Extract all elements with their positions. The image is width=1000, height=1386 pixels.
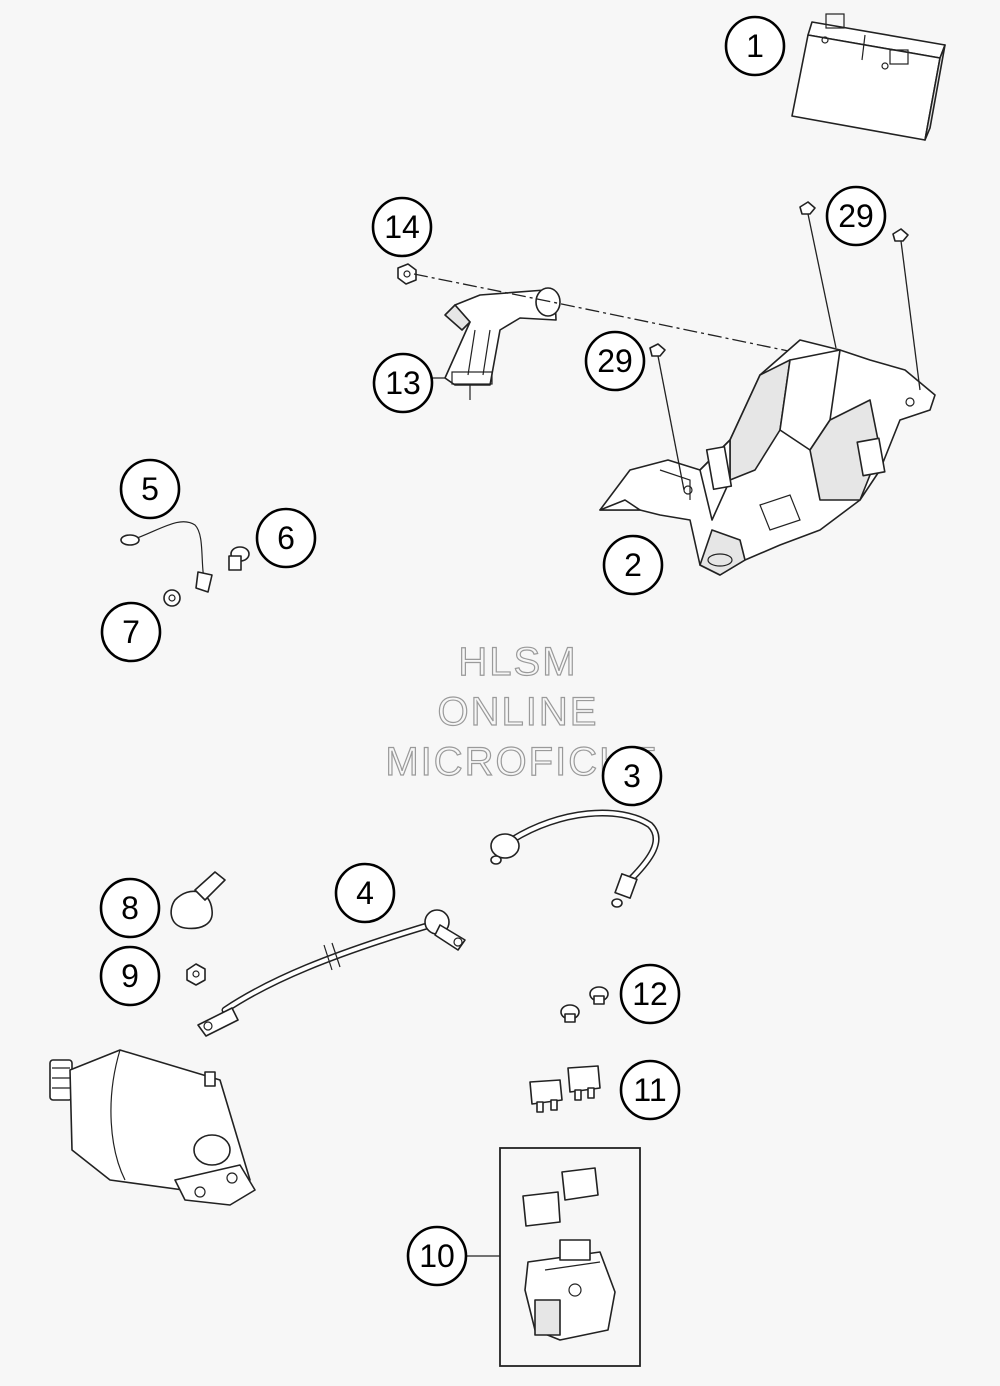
screws-part-12 xyxy=(560,986,609,1023)
callout-1: 1 xyxy=(724,15,786,77)
callout-10: 10 xyxy=(406,1225,468,1287)
nut-part-9 xyxy=(186,963,206,986)
callout-8: 8 xyxy=(99,877,161,939)
starter-cable-part-4 xyxy=(197,909,466,1037)
callouts: 1 2 3 4 5 6 7 8 9 10 11 12 13 14 29 29 xyxy=(99,15,887,1287)
callout-9: 9 xyxy=(99,945,161,1007)
callout-29-left: 29 xyxy=(584,330,646,392)
callout-11: 11 xyxy=(619,1059,681,1121)
callout-6-label: 6 xyxy=(277,520,295,556)
nut-part-14 xyxy=(397,263,417,285)
callout-4: 4 xyxy=(334,862,396,924)
callout-5-label: 5 xyxy=(141,471,159,507)
screw-part-29-left xyxy=(649,343,685,491)
bracket-part-13 xyxy=(444,287,561,400)
callout-3: 3 xyxy=(601,745,663,807)
callout-14-label: 14 xyxy=(384,209,420,245)
rubber-cap-part-8 xyxy=(170,871,226,930)
callout-8-label: 8 xyxy=(121,890,139,926)
screw-part-29-right xyxy=(892,228,921,391)
callout-29-left-label: 29 xyxy=(597,343,633,379)
starter-motor xyxy=(49,1049,256,1206)
callout-1-label: 1 xyxy=(746,28,764,64)
callout-10-label: 10 xyxy=(419,1238,455,1274)
watermark-line-2: ONLINE xyxy=(438,690,599,734)
callout-12-label: 12 xyxy=(632,976,668,1012)
callout-7: 7 xyxy=(100,601,162,663)
callout-14: 14 xyxy=(371,196,433,258)
callout-7-label: 7 xyxy=(122,614,140,650)
callout-4-label: 4 xyxy=(356,875,374,911)
callout-29-top: 29 xyxy=(825,185,887,247)
battery-part xyxy=(791,13,946,141)
screw-part-6 xyxy=(228,546,250,571)
callout-3-label: 3 xyxy=(623,758,641,794)
callout-6: 6 xyxy=(255,507,317,569)
fuses-part-11 xyxy=(529,1065,601,1113)
callout-9-label: 9 xyxy=(121,958,139,994)
battery-cable-part-3 xyxy=(490,809,660,908)
callout-2: 2 xyxy=(602,534,664,596)
callout-11-label: 11 xyxy=(633,1072,666,1108)
battery-holder-part-2 xyxy=(599,339,936,576)
screw-part-29-mid xyxy=(799,201,837,349)
ground-cable-part-5 xyxy=(120,521,213,593)
callout-13-label: 13 xyxy=(385,365,421,401)
callout-2-label: 2 xyxy=(624,547,642,583)
callout-13: 13 xyxy=(372,352,434,414)
watermark-line-1: HLSM xyxy=(458,640,577,684)
washer-part-7 xyxy=(163,589,181,607)
callout-29-top-label: 29 xyxy=(838,198,874,234)
relay-box-part-10 xyxy=(466,1147,641,1367)
callout-5: 5 xyxy=(119,458,181,520)
callout-12: 12 xyxy=(619,963,681,1025)
